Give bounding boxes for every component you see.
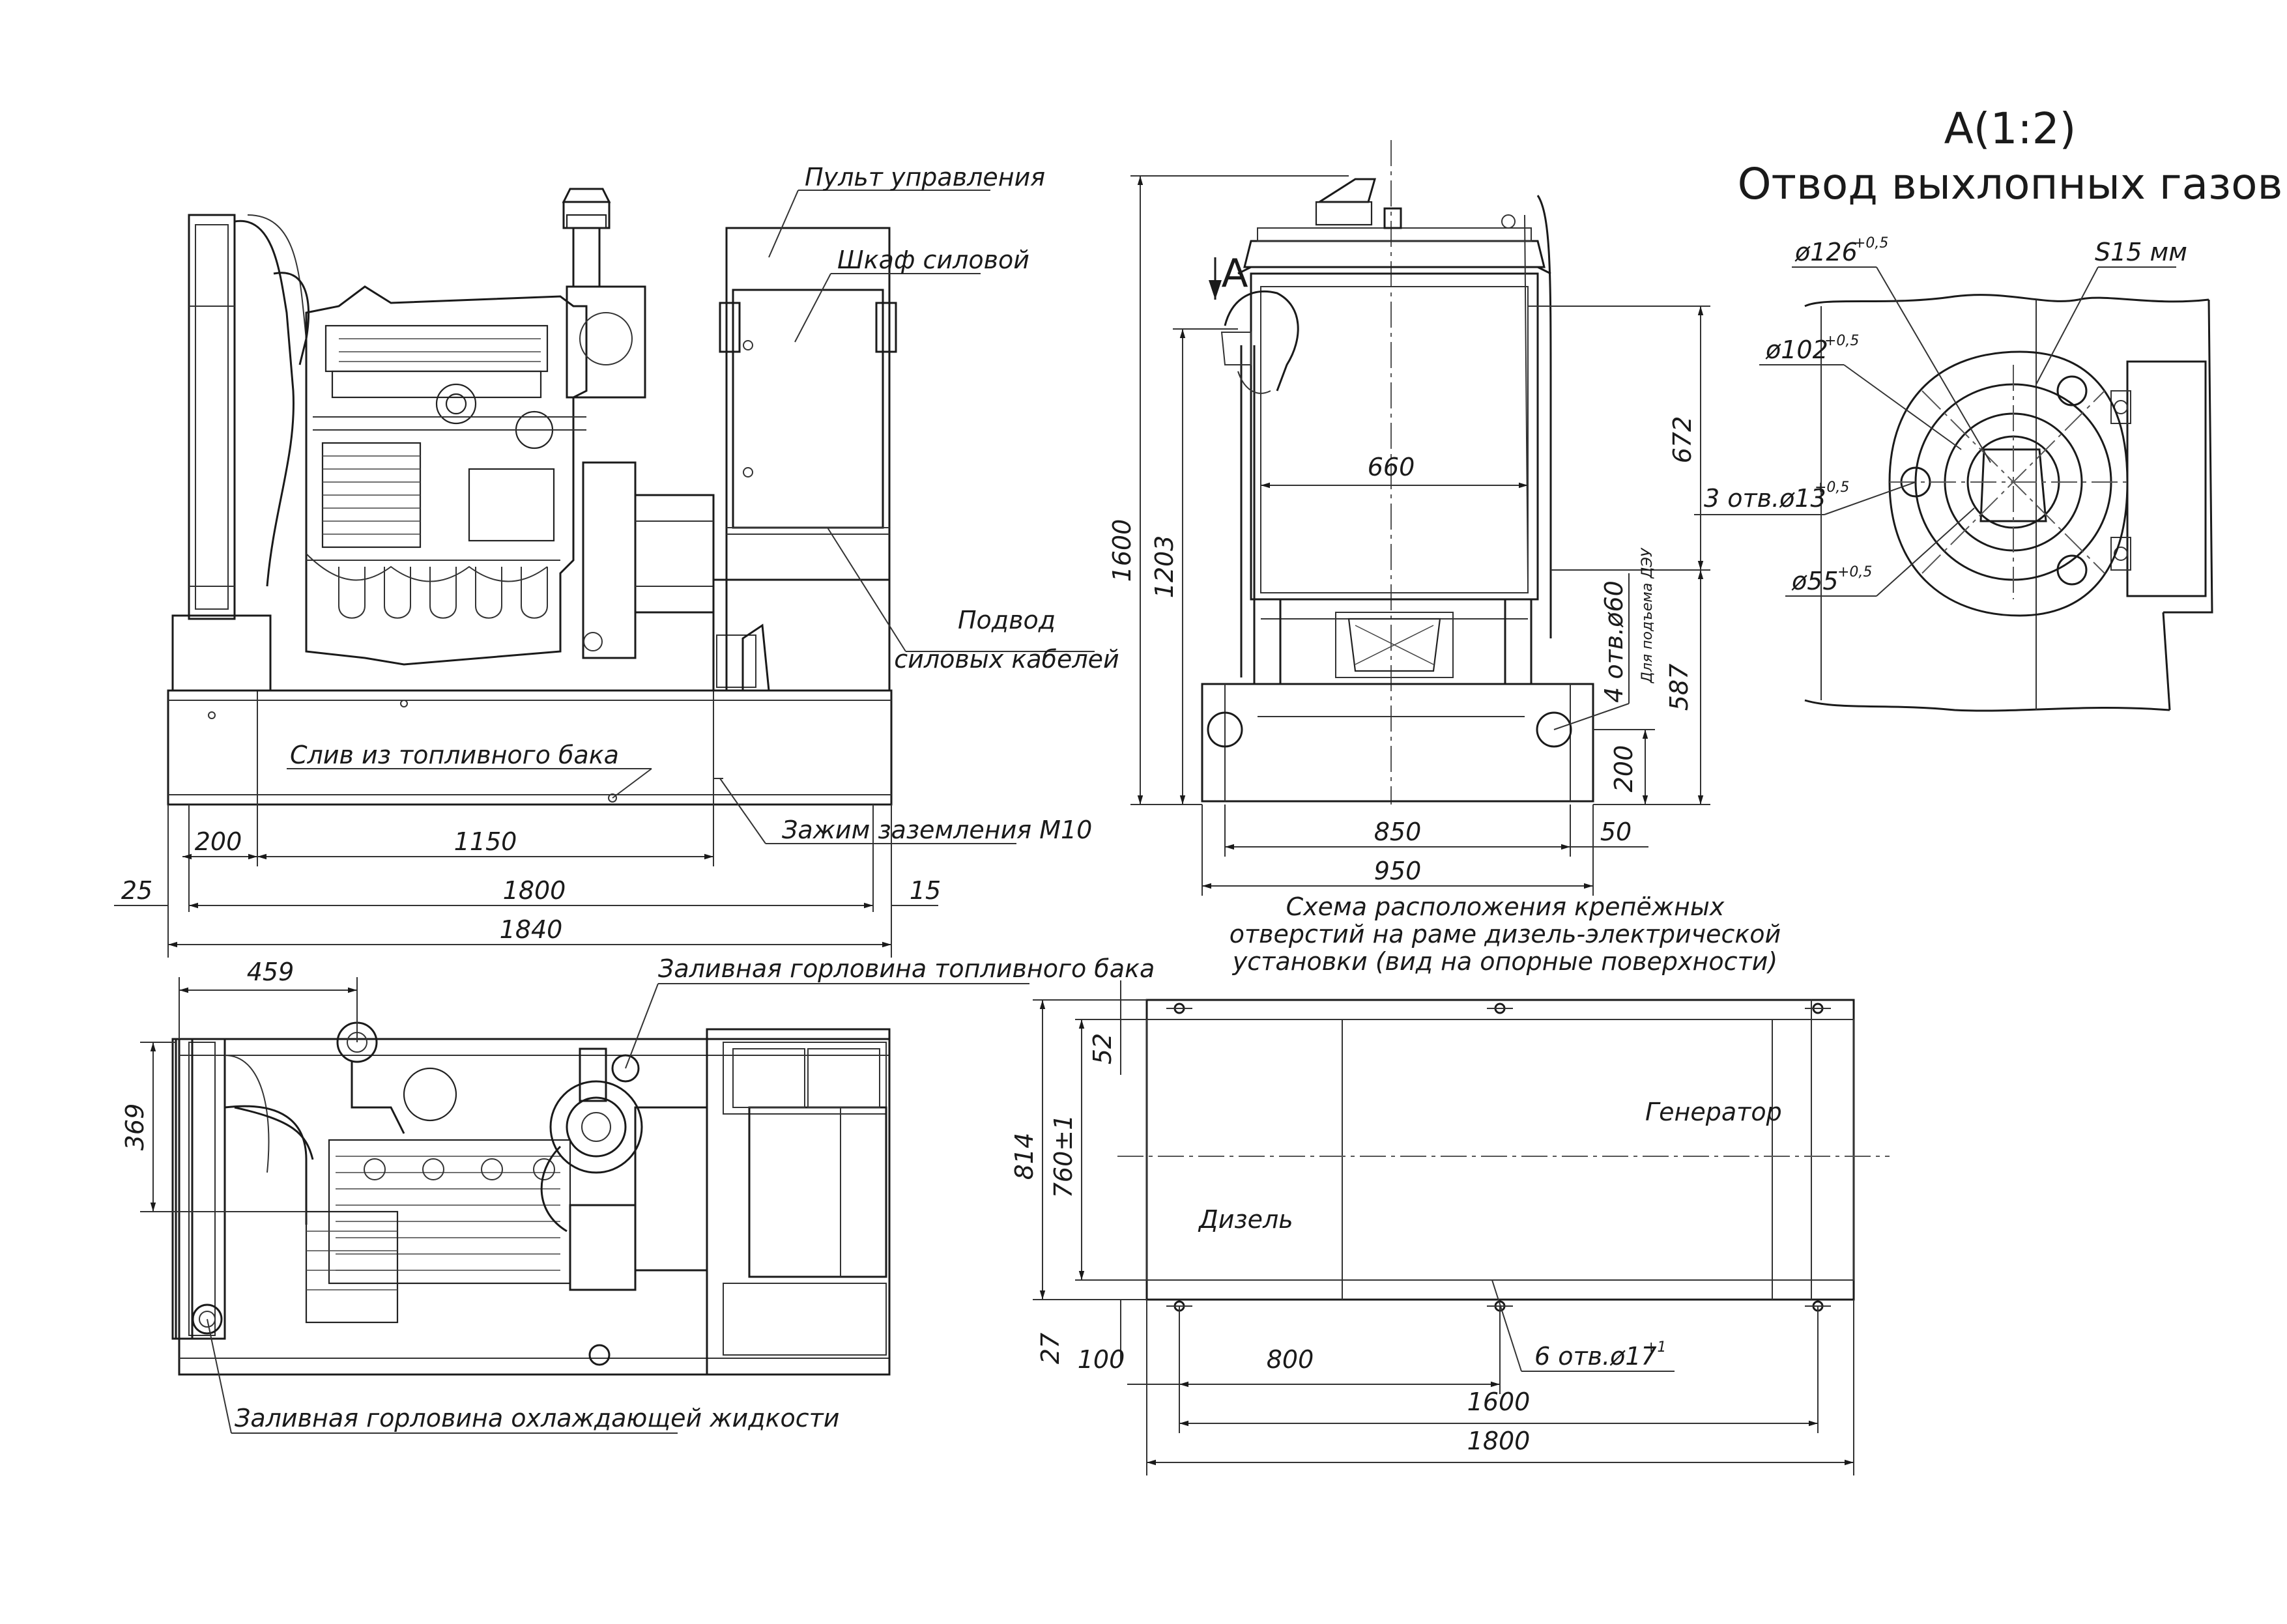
detail-title: А(1:2) (1944, 104, 2077, 154)
dim-end-1203: 1203 (1150, 535, 1179, 599)
label-fuel-filler: Заливная горловина топливного бака (658, 954, 1155, 983)
dim-side-200: 200 (195, 827, 242, 856)
label-cable-inlet-1: Подвод (958, 606, 1056, 634)
dim-mount-1600: 1600 (1467, 1388, 1531, 1416)
label-d102-tol: +0,5 (1824, 333, 1859, 349)
dim-side-15: 15 (910, 876, 941, 905)
label-d55: ø55 (1791, 567, 1839, 595)
dim-side-1840: 1840 (500, 915, 563, 944)
dim-mount-27: 27 (1036, 1333, 1065, 1364)
label-d55-tol: +0,5 (1837, 564, 1872, 580)
end-view (1130, 140, 1710, 896)
label-holes17: 6 отв.ø17 (1534, 1342, 1657, 1371)
top-view (140, 977, 1029, 1434)
dim-mount-760: 760±1 (1049, 1115, 1078, 1199)
dim-side-1150: 1150 (454, 827, 517, 856)
label-lift-holes: 4 отв.ø60 (1600, 580, 1628, 703)
dim-mount-52: 52 (1088, 1033, 1117, 1064)
dim-end-950: 950 (1374, 857, 1422, 885)
label-power-cabinet: Шкаф силовой (837, 246, 1029, 274)
label-fuel-drain: Слив из топливного бака (290, 741, 619, 769)
label-d102: ø102 (1765, 335, 1828, 364)
dim-top-369: 369 (121, 1104, 149, 1151)
side-view (114, 188, 1095, 958)
label-coolant-filler: Заливная горловина охлаждающей жидкости (235, 1404, 839, 1432)
mount-title-line-2: отверстий на раме дизель-электрической (1230, 920, 1781, 948)
dim-mount-800: 800 (1267, 1345, 1314, 1374)
label-diesel: Дизель (1198, 1205, 1293, 1234)
label-s15: S15 мм (2095, 238, 2187, 266)
label-holes13-tol: +0,5 (1815, 479, 1849, 496)
mount-scheme (1033, 980, 1890, 1475)
dim-end-50: 50 (1600, 818, 1632, 846)
label-d126: ø126 (1794, 238, 1858, 266)
dim-side-25: 25 (121, 876, 152, 905)
section-mark-a: А (1221, 251, 1248, 296)
label-holes13: 3 отв.ø13 (1704, 484, 1826, 513)
dim-mount-814: 814 (1010, 1133, 1039, 1180)
dim-mount-1800: 1800 (1467, 1427, 1531, 1455)
label-control-panel: Пульт управления (805, 163, 1045, 192)
dim-end-850: 850 (1374, 818, 1422, 846)
detail-a-exhaust-flange (1694, 266, 2213, 712)
label-d126-tol: +0,5 (1854, 235, 1888, 251)
dim-side-1800: 1800 (503, 876, 566, 905)
dim-top-459: 459 (247, 958, 295, 986)
dim-end-587: 587 (1665, 664, 1693, 711)
label-lift-note: Для подъема ДЭУ (1639, 547, 1656, 683)
dim-end-200: 200 (1609, 745, 1638, 793)
dim-end-660: 660 (1368, 453, 1415, 481)
mount-title-line-3: установки (вид на опорные поверхности) (1232, 947, 1777, 976)
label-generator: Генератор (1645, 1098, 1782, 1126)
mount-title-line-1: Схема расположения крепёжных (1286, 892, 1725, 921)
dim-mount-100: 100 (1078, 1345, 1125, 1374)
dim-end-1600: 1600 (1108, 519, 1136, 582)
label-ground-clamp: Зажим заземления М10 (782, 816, 1092, 844)
detail-subtitle: Отвод выхлопных газов (1738, 159, 2283, 209)
label-cable-inlet-2: силовых кабелей (894, 645, 1119, 674)
label-holes17-tol: +1 (1645, 1339, 1666, 1356)
dim-end-672: 672 (1668, 416, 1697, 464)
